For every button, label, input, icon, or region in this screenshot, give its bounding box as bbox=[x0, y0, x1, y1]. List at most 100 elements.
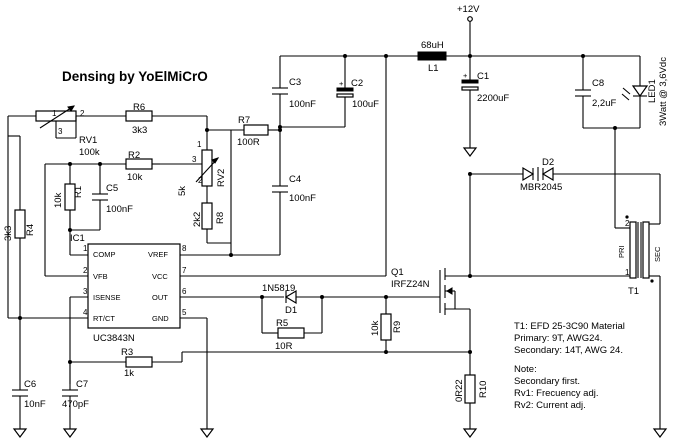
r4-value: 3k3 bbox=[3, 226, 14, 241]
rv1-pin-2: 2 bbox=[80, 109, 85, 118]
r6-value: 3k3 bbox=[132, 125, 147, 136]
capacitor-c1: + C1 2200uF bbox=[461, 56, 509, 157]
capacitor-c7: C7 470pF bbox=[62, 362, 89, 438]
r3-value: 1k bbox=[124, 368, 134, 379]
c3-value: 100nF bbox=[289, 99, 316, 110]
q1-value: IRFZ24N bbox=[391, 279, 430, 290]
ground-icon bbox=[462, 147, 478, 157]
c8-ref: C8 bbox=[592, 78, 604, 89]
d1-ref: D1 bbox=[285, 305, 297, 316]
q1-ref: Q1 bbox=[391, 267, 404, 278]
diode-d2: D2 MBR2045 bbox=[469, 157, 660, 276]
resistor-r5: R5 10R bbox=[261, 297, 323, 352]
led1-ref: LED1 bbox=[647, 79, 658, 103]
d2-value: MBR2045 bbox=[520, 182, 562, 193]
l1-ref: L1 bbox=[428, 63, 439, 74]
capacitor-c2: + C2 100uF bbox=[336, 56, 379, 127]
resistor-r2: R2 10k bbox=[45, 150, 160, 183]
ic-pin-number-1: 1 bbox=[83, 244, 88, 253]
potentiometer-rv1: 1 2 3 RV1 100k bbox=[7, 105, 100, 166]
ground-icon bbox=[12, 428, 28, 438]
c2-ref: C2 bbox=[351, 78, 363, 89]
ic-pin-number-2: 2 bbox=[83, 266, 88, 275]
ic-pin-out: OUT bbox=[152, 293, 168, 302]
capacitor-c4: C4 100nF bbox=[229, 174, 316, 257]
ground-icon bbox=[199, 428, 215, 438]
c4-ref: C4 bbox=[289, 174, 301, 185]
c7-ref: C7 bbox=[76, 379, 88, 390]
r4-ref: R4 bbox=[25, 224, 36, 236]
led1-value: 3Watt @ 3,6Vdc bbox=[658, 57, 669, 126]
c1-value: 2200uF bbox=[477, 93, 509, 104]
resistor-r1: 10k R1 bbox=[53, 164, 84, 230]
rv2-pin-3: 3 bbox=[192, 155, 197, 164]
ic-pin-number-5: 5 bbox=[182, 308, 187, 317]
r10-value: 0R22 bbox=[454, 379, 465, 402]
r10-ref: R10 bbox=[478, 381, 489, 398]
supply-rail: +12V bbox=[280, 4, 640, 58]
ic1-part: UC3843N bbox=[93, 333, 135, 344]
resistor-r7: R7 100R bbox=[207, 115, 345, 186]
c1-ref: C1 bbox=[477, 71, 489, 82]
rv2-pin-2: 2 bbox=[198, 176, 203, 185]
c5-value: 100nF bbox=[106, 204, 133, 215]
note-line: Secondary first. bbox=[514, 376, 580, 387]
c4-value: 100nF bbox=[289, 193, 316, 204]
t1-pin-1: 1 bbox=[625, 268, 630, 277]
ground-icon bbox=[652, 428, 668, 438]
note-line: Secondary: 14T, AWG 24. bbox=[514, 345, 623, 356]
r8-value: 2k2 bbox=[192, 212, 203, 227]
r1-ref: R1 bbox=[73, 186, 84, 198]
r3-ref: R3 bbox=[121, 347, 133, 358]
l1-value: 68uH bbox=[421, 40, 444, 51]
ground-icon bbox=[62, 428, 78, 438]
rv1-ref: RV1 bbox=[79, 135, 97, 146]
c8-value: 2,2uF bbox=[592, 98, 616, 109]
r9-ref: R9 bbox=[392, 321, 403, 333]
ground-icon bbox=[462, 428, 478, 438]
resistor-r3: R3 1k bbox=[68, 347, 388, 379]
t1-ref: T1 bbox=[628, 286, 639, 297]
capacitor-c6: C6 10nF bbox=[12, 318, 46, 438]
capacitor-c3: C3 100nF bbox=[272, 56, 316, 127]
ic-pin-number-3: 3 bbox=[83, 287, 88, 296]
resistor-r6: R6 3k3 bbox=[76, 102, 231, 136]
led-led1: LED1 3Watt @ 3,6Vdc bbox=[613, 56, 669, 130]
r8-ref: R8 bbox=[215, 212, 226, 224]
schematic-title: Densing by YoElMiCrO bbox=[62, 69, 208, 84]
ic-pin-gnd: GND bbox=[152, 314, 169, 323]
t1-sec-label: SEC bbox=[653, 246, 662, 262]
capacitor-c8: C8 2,2uF bbox=[575, 56, 616, 129]
note-line: Rv1: Frecuency adj. bbox=[514, 388, 598, 399]
c3-ref: C3 bbox=[289, 77, 301, 88]
r2-value: 10k bbox=[127, 172, 143, 183]
capacitor-c5: C5 100nF bbox=[68, 164, 133, 232]
c2-value: 100uF bbox=[352, 99, 379, 110]
rv1-pin-1: 1 bbox=[52, 109, 57, 118]
ic-pin-number-6: 6 bbox=[182, 287, 187, 296]
note-line: T1: EFD 25-3C90 Material bbox=[514, 321, 625, 332]
note-line: Primary: 9T, AWG24. bbox=[514, 333, 602, 344]
rv1-value: 100k bbox=[79, 147, 100, 158]
r5-value: 10R bbox=[275, 341, 293, 352]
c5-ref: C5 bbox=[106, 183, 118, 194]
ic-uc3843n: COMP VFB ISENSE RT/CT VREF VCC OUT GND 1… bbox=[70, 233, 187, 344]
transformer-t1: 2 1 PRI SEC T1 bbox=[470, 128, 668, 438]
ic1-ref: IC1 bbox=[70, 233, 85, 244]
mosfet-q1: Q1 IRFZ24N bbox=[391, 172, 472, 352]
ic-pin-number-8: 8 bbox=[182, 244, 187, 253]
note-line: Rv2: Current adj. bbox=[514, 400, 586, 411]
t1-pin-2: 2 bbox=[625, 219, 630, 228]
ic-pin-number-7: 7 bbox=[182, 266, 187, 275]
resistor-r4: 3k3 R4 bbox=[3, 166, 36, 318]
c2-plus-icon: + bbox=[339, 79, 344, 88]
inductor-l1: 68uH L1 bbox=[417, 40, 447, 74]
t1-pri-label: PRI bbox=[617, 245, 626, 258]
r6-ref: R6 bbox=[133, 102, 145, 113]
r5-ref: R5 bbox=[276, 318, 288, 329]
r1-value: 10k bbox=[53, 192, 64, 208]
ic-pin-number-4: 4 bbox=[83, 308, 88, 317]
ic-pin-vcc: VCC bbox=[152, 272, 168, 281]
rv2-value: 5k bbox=[177, 186, 188, 196]
